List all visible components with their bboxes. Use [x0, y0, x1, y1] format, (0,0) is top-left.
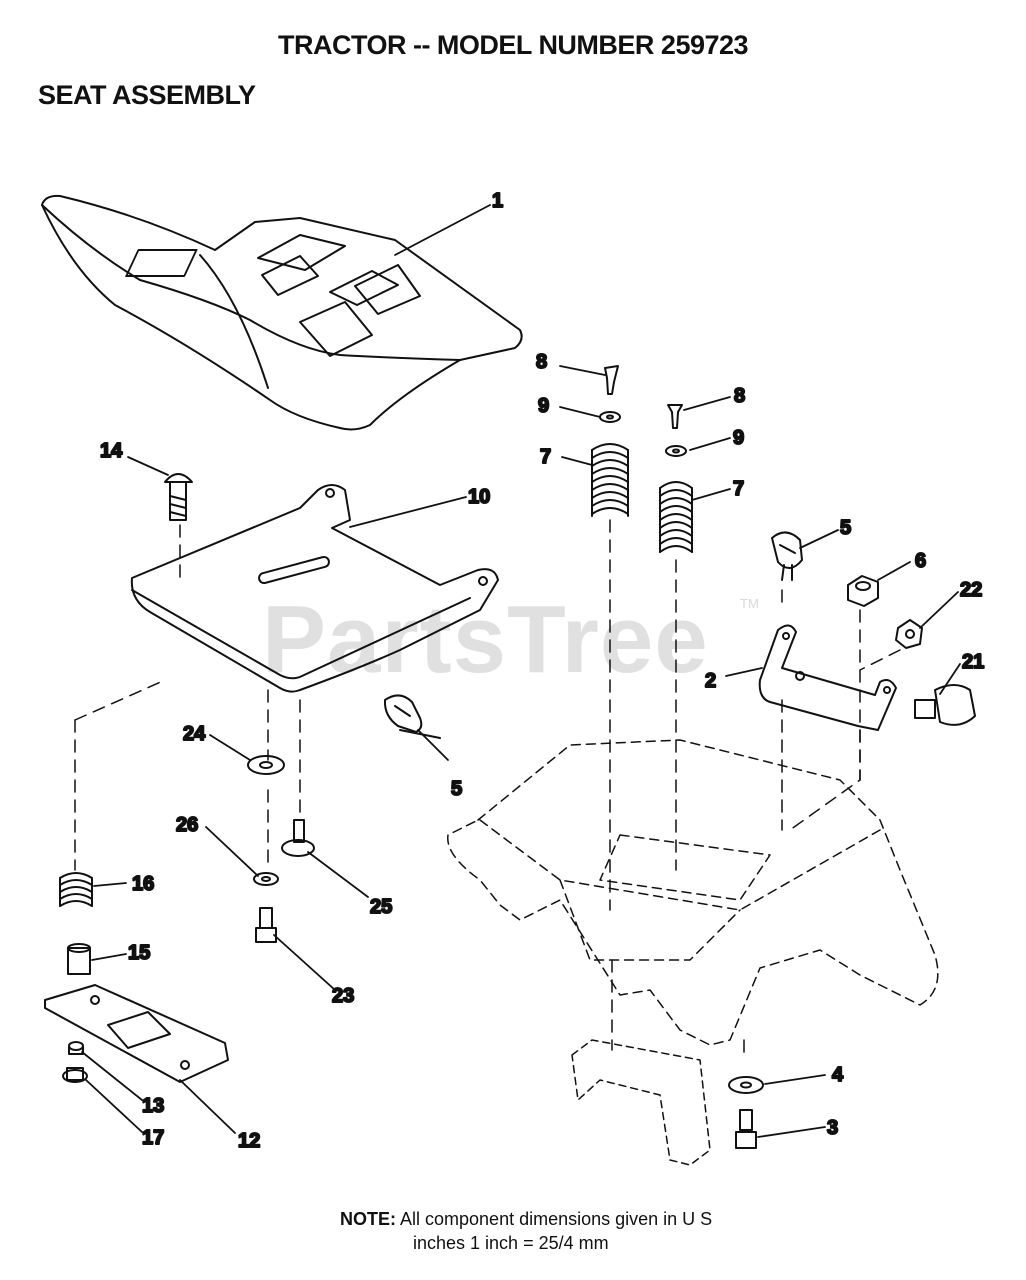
- centerlines: [74, 519, 901, 1061]
- callout-17: 17: [142, 1127, 164, 1149]
- callout-24: 24: [183, 723, 206, 745]
- callout-8-left: 8: [536, 351, 547, 373]
- callout-10: 10: [468, 486, 490, 508]
- callout-7-left: 7: [540, 446, 551, 468]
- part-fender-outline: [447, 739, 939, 1046]
- callout-5-left: 5: [451, 778, 462, 800]
- part-bolt-8-right[interactable]: [667, 404, 683, 429]
- part-spring-16[interactable]: [59, 872, 93, 907]
- callout-12: 12: [238, 1130, 260, 1152]
- part-seat[interactable]: [41, 194, 523, 431]
- part-washer-9-left[interactable]: [599, 411, 621, 423]
- callout-5-right: 5: [840, 517, 851, 539]
- part-nut-13[interactable]: [68, 1041, 84, 1055]
- section-title: SEAT ASSEMBLY: [38, 80, 256, 110]
- callout-8-right: 8: [734, 385, 745, 407]
- leader-lines: [81, 204, 961, 1138]
- part-locknut-22[interactable]: [895, 619, 923, 649]
- callout-26: 26: [176, 814, 198, 836]
- part-knob-bolt-21[interactable]: [914, 684, 976, 726]
- callout-4: 4: [832, 1064, 844, 1086]
- part-shoulder-bolt-25[interactable]: [281, 819, 315, 857]
- callout-25: 25: [370, 896, 392, 918]
- part-seat-pan[interactable]: [130, 484, 499, 693]
- callout-23: 23: [332, 985, 354, 1007]
- callout-3: 3: [827, 1117, 838, 1139]
- part-base-plate-12[interactable]: [44, 984, 229, 1083]
- part-carriage-bolt[interactable]: [164, 473, 193, 521]
- callout-16: 16: [132, 873, 154, 895]
- part-clip-left[interactable]: [383, 694, 441, 739]
- part-bolt-8-left[interactable]: [604, 365, 619, 395]
- callout-15: 15: [128, 942, 150, 964]
- note-line-2: inches 1 inch = 25/4 mm: [413, 1233, 609, 1253]
- part-bracket[interactable]: [758, 624, 897, 731]
- callout-2: 2: [705, 670, 716, 692]
- part-bolt-23[interactable]: [255, 907, 277, 943]
- part-washer-4[interactable]: [728, 1076, 764, 1094]
- part-nut-6[interactable]: [847, 575, 879, 607]
- part-spacer-15[interactable]: [67, 943, 91, 975]
- part-spring-7-right[interactable]: [659, 481, 693, 553]
- note-text-1: All component dimensions given in U S: [400, 1209, 713, 1229]
- callout-14: 14: [100, 440, 123, 462]
- callout-9-right: 9: [733, 427, 744, 449]
- page-title: TRACTOR -- MODEL NUMBER 259723: [277, 30, 749, 60]
- part-flange-nut-17[interactable]: [62, 1067, 88, 1083]
- note-line-1: NOTE: All component dimensions given in …: [340, 1207, 712, 1231]
- part-washer-9-right[interactable]: [665, 445, 687, 457]
- callout-6: 6: [915, 550, 926, 572]
- note-label: NOTE:: [340, 1209, 396, 1229]
- part-lockwasher-26[interactable]: [253, 872, 279, 886]
- callout-1: 1: [492, 190, 503, 212]
- part-clip-right[interactable]: [771, 531, 803, 581]
- part-washer-24[interactable]: [247, 755, 285, 775]
- callout-7-right: 7: [733, 478, 744, 500]
- callout-22: 22: [960, 579, 982, 601]
- part-bolt-3[interactable]: [735, 1109, 757, 1149]
- callout-21: 21: [962, 651, 984, 673]
- part-lower-bracket: [571, 1039, 711, 1166]
- part-spring-7-left[interactable]: [591, 443, 629, 517]
- watermark-trademark: TM: [740, 596, 759, 611]
- callout-9-left: 9: [538, 395, 549, 417]
- note-block: NOTE: All component dimensions given in …: [340, 1207, 712, 1255]
- callout-13: 13: [142, 1095, 164, 1117]
